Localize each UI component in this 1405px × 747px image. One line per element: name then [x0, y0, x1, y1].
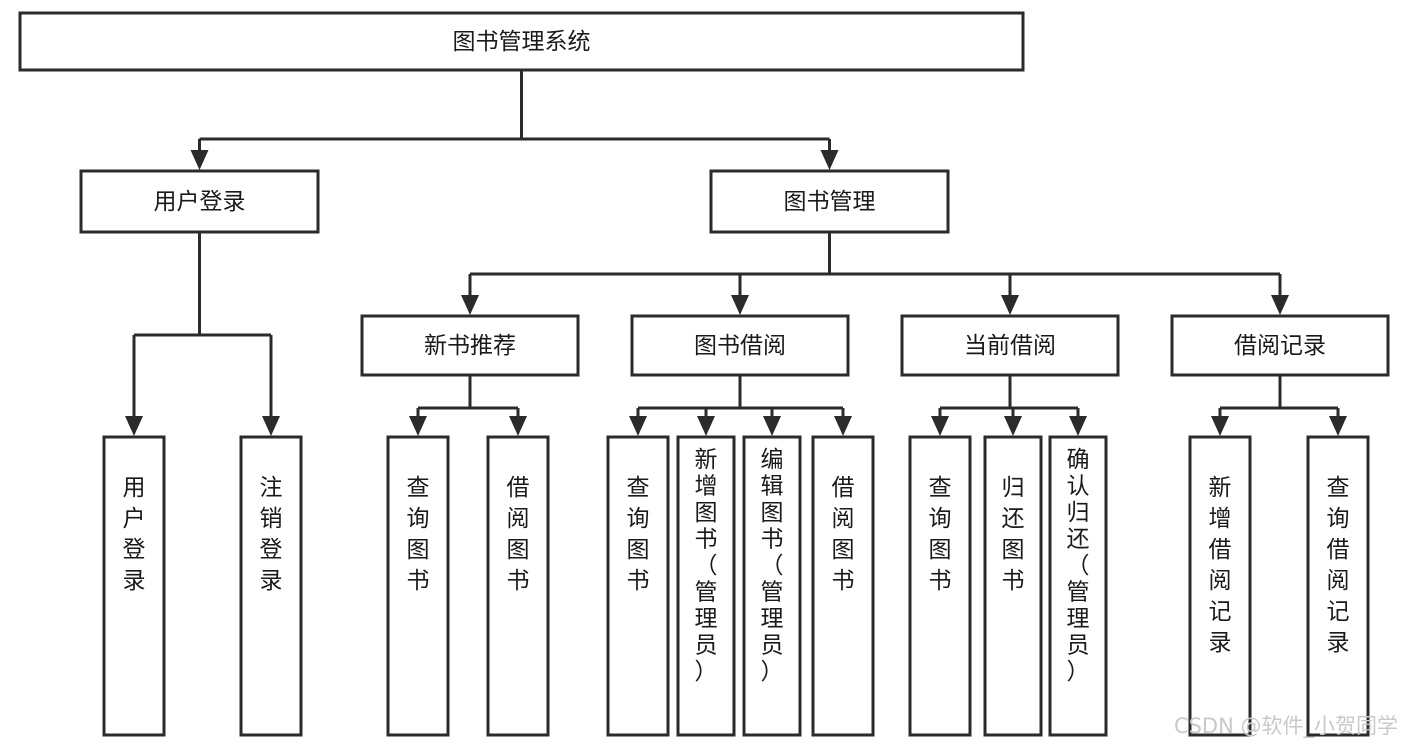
- node-book-borrow[interactable]: 图书借阅: [630, 314, 850, 377]
- connector-layer: [125, 70, 1347, 436]
- node-box-root[interactable]: [18, 11, 1025, 72]
- node-box-leaf-edit-book-admin[interactable]: [742, 435, 802, 737]
- arrow-head-leaf-user-login: [125, 416, 143, 436]
- arrow-head-borrow-record: [1271, 295, 1289, 315]
- node-label-leaf-add-borrow-record: 新增借阅记录: [1209, 475, 1232, 656]
- arrow-head-leaf-add-book-admin: [697, 416, 715, 436]
- node-box-borrow-record[interactable]: [1170, 314, 1390, 377]
- node-current-borrow[interactable]: 当前借阅: [900, 314, 1120, 377]
- node-leaf-add-book-admin[interactable]: 新增图书（管理员）: [676, 435, 736, 737]
- arrow-head-leaf-query-book-current: [931, 416, 949, 436]
- node-leaf-query-book-current[interactable]: 查询图书: [908, 435, 972, 737]
- node-borrow-record[interactable]: 借阅记录: [1170, 314, 1390, 377]
- node-box-user-login[interactable]: [79, 169, 320, 234]
- node-leaf-query-book-borrow[interactable]: 查询图书: [606, 435, 670, 737]
- node-leaf-query-borrow-record[interactable]: 查询借阅记录: [1306, 435, 1370, 737]
- node-label-leaf-borrow-book-new: 借阅图书: [507, 475, 530, 594]
- node-label-leaf-add-book-admin: 新增图书（管理员）: [695, 447, 718, 685]
- arrow-head-leaf-edit-book-admin: [763, 416, 781, 436]
- node-label-leaf-borrow-book: 借阅图书: [832, 475, 855, 594]
- node-box-leaf-add-book-admin[interactable]: [676, 435, 736, 737]
- node-box-leaf-query-borrow-record[interactable]: [1306, 435, 1370, 737]
- node-leaf-user-logout[interactable]: 注销登录: [239, 435, 303, 737]
- node-label-leaf-query-book-current: 查询图书: [929, 475, 952, 594]
- arrow-head-leaf-borrow-book: [834, 416, 852, 436]
- node-label-leaf-user-logout: 注销登录: [260, 475, 283, 594]
- node-user-login[interactable]: 用户登录: [79, 169, 320, 234]
- arrow-head-leaf-confirm-return-admin: [1069, 416, 1087, 436]
- arrow-head-leaf-return-book: [1004, 416, 1022, 436]
- node-box-book-borrow[interactable]: [630, 314, 850, 377]
- csdn-watermark: CSDN @软件_小贺同学: [1174, 714, 1398, 739]
- node-box-leaf-query-book-borrow[interactable]: [606, 435, 670, 737]
- node-box-leaf-borrow-book[interactable]: [811, 435, 875, 737]
- node-label-current-borrow: 当前借阅: [964, 333, 1056, 359]
- arrow-head-leaf-add-borrow-record: [1211, 416, 1229, 436]
- node-label-leaf-query-book-borrow: 查询图书: [627, 475, 650, 594]
- node-leaf-borrow-book[interactable]: 借阅图书: [811, 435, 875, 737]
- arrow-head-book-borrow: [731, 295, 749, 315]
- node-box-new-book-recommend[interactable]: [360, 314, 580, 377]
- arrow-head-leaf-query-borrow-record: [1329, 416, 1347, 436]
- arrow-head-leaf-query-book-borrow: [629, 416, 647, 436]
- node-box-leaf-query-book-new[interactable]: [386, 435, 450, 737]
- arrow-head-leaf-user-logout: [262, 416, 280, 436]
- node-leaf-confirm-return-admin[interactable]: 确认归还（管理员）: [1048, 435, 1108, 737]
- arrow-head-new-book-recommend: [461, 295, 479, 315]
- node-box-book-manage[interactable]: [709, 169, 950, 234]
- arrow-head-book-manage: [820, 150, 839, 170]
- node-label-borrow-record: 借阅记录: [1234, 333, 1326, 359]
- node-label-user-login: 用户登录: [154, 189, 246, 215]
- node-label-root: 图书管理系统: [453, 29, 591, 55]
- node-layer: 图书管理系统用户登录图书管理新书推荐图书借阅当前借阅借阅记录用户登录注销登录查询…: [18, 11, 1390, 737]
- arrow-head-leaf-query-book-new: [409, 416, 427, 436]
- node-label-book-manage: 图书管理: [784, 189, 876, 215]
- node-leaf-edit-book-admin[interactable]: 编辑图书（管理员）: [742, 435, 802, 737]
- node-label-leaf-user-login: 用户登录: [123, 475, 146, 594]
- node-box-leaf-return-book[interactable]: [983, 435, 1043, 737]
- node-leaf-add-borrow-record[interactable]: 新增借阅记录: [1188, 435, 1252, 737]
- node-leaf-user-login[interactable]: 用户登录: [102, 435, 166, 737]
- node-box-leaf-query-book-current[interactable]: [908, 435, 972, 737]
- node-box-leaf-user-logout[interactable]: [239, 435, 303, 737]
- node-new-book-recommend[interactable]: 新书推荐: [360, 314, 580, 377]
- node-label-leaf-query-book-new: 查询图书: [407, 475, 430, 594]
- node-label-new-book-recommend: 新书推荐: [424, 333, 516, 359]
- arrow-head-user-login: [190, 150, 209, 170]
- node-box-leaf-confirm-return-admin[interactable]: [1048, 435, 1108, 737]
- arrow-head-leaf-borrow-book-new: [509, 416, 527, 436]
- arrow-head-current-borrow: [1001, 295, 1019, 315]
- node-box-leaf-user-login[interactable]: [102, 435, 166, 737]
- node-box-leaf-borrow-book-new[interactable]: [486, 435, 550, 737]
- node-label-leaf-return-book: 归还图书: [1002, 475, 1025, 594]
- node-box-current-borrow[interactable]: [900, 314, 1120, 377]
- node-leaf-query-book-new[interactable]: 查询图书: [386, 435, 450, 737]
- node-box-leaf-add-borrow-record[interactable]: [1188, 435, 1252, 737]
- node-label-book-borrow: 图书借阅: [694, 333, 786, 359]
- node-label-leaf-edit-book-admin: 编辑图书（管理员）: [761, 447, 784, 685]
- node-leaf-borrow-book-new[interactable]: 借阅图书: [486, 435, 550, 737]
- node-label-leaf-confirm-return-admin: 确认归还（管理员）: [1067, 447, 1090, 685]
- node-root[interactable]: 图书管理系统: [18, 11, 1025, 72]
- node-book-manage[interactable]: 图书管理: [709, 169, 950, 234]
- node-label-leaf-query-borrow-record: 查询借阅记录: [1327, 475, 1350, 656]
- node-leaf-return-book[interactable]: 归还图书: [983, 435, 1043, 737]
